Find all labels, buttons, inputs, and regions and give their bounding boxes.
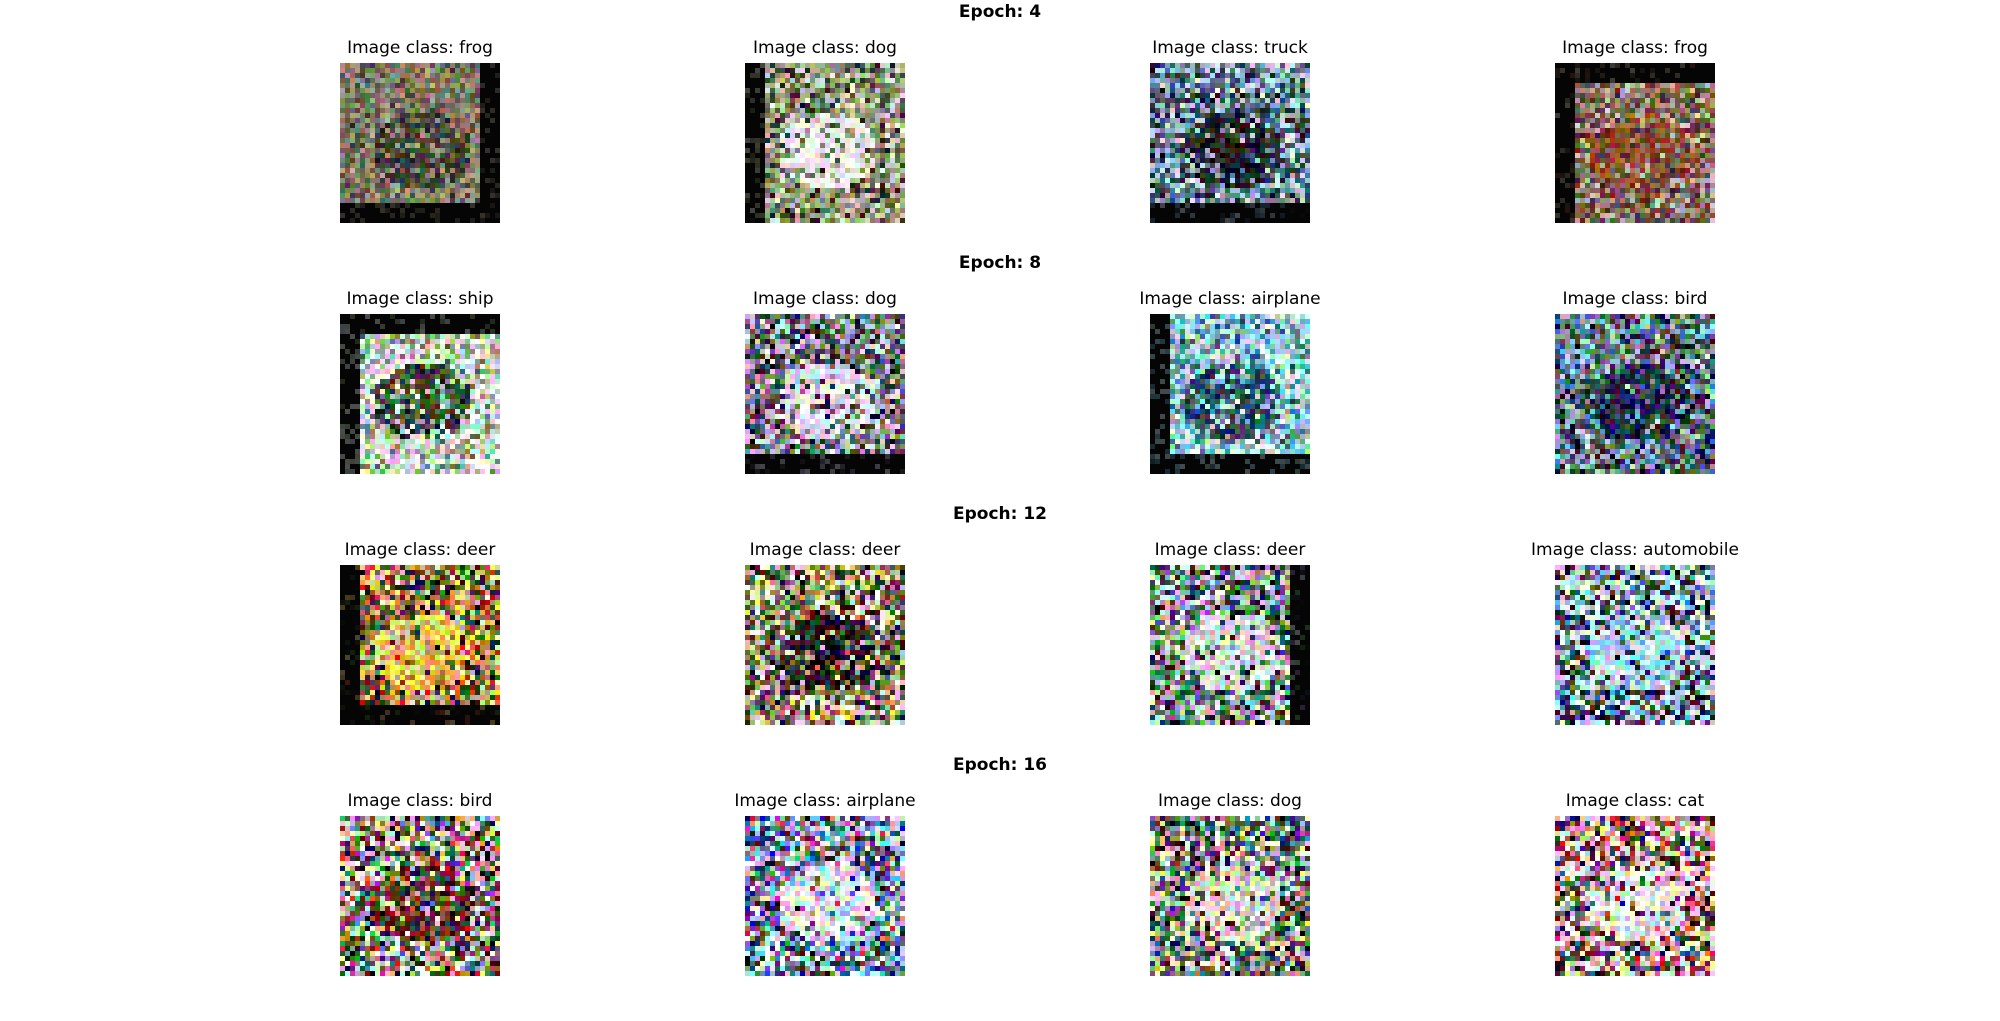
image-class-label: Image class: deer — [344, 540, 496, 560]
image-class-label: Image class: truck — [1152, 38, 1308, 58]
image-class-label: Image class: dog — [753, 38, 897, 58]
image-class-label: Image class: dog — [753, 289, 897, 309]
epoch-title: Epoch: 16 — [952, 755, 1047, 775]
sample-cell: Image class: deer — [260, 540, 580, 770]
sample-cell: Image class: dog — [665, 289, 985, 519]
sample-image — [340, 63, 500, 223]
image-class-label: Image class: cat — [1565, 791, 1705, 811]
sample-image — [1555, 565, 1715, 725]
sample-image — [340, 816, 500, 976]
sample-image — [745, 63, 905, 223]
image-class-label: Image class: ship — [346, 289, 494, 309]
sample-cell: Image class: bird — [260, 791, 580, 1021]
sample-image — [1150, 565, 1310, 725]
sample-image — [340, 565, 500, 725]
sample-image — [340, 314, 500, 474]
sample-cell: Image class: truck — [1070, 38, 1390, 268]
sample-cell: Image class: cat — [1475, 791, 1795, 1021]
image-class-label: Image class: dog — [1158, 791, 1302, 811]
sample-image — [1555, 816, 1715, 976]
image-class-label: Image class: airplane — [1139, 289, 1321, 309]
image-class-label: Image class: bird — [347, 791, 493, 811]
epoch-title: Epoch: 8 — [958, 253, 1042, 273]
image-class-label: Image class: bird — [1562, 289, 1708, 309]
sample-image — [1150, 314, 1310, 474]
image-class-label: Image class: deer — [749, 540, 901, 560]
sample-cell: Image class: dog — [665, 38, 985, 268]
sample-cell: Image class: airplane — [665, 791, 985, 1021]
sample-cell: Image class: frog — [1475, 38, 1795, 268]
sample-cell: Image class: frog — [260, 38, 580, 268]
image-class-label: Image class: deer — [1154, 540, 1306, 560]
sample-image — [745, 816, 905, 976]
sample-cell: Image class: automobile — [1475, 540, 1795, 770]
sample-image — [745, 565, 905, 725]
image-class-label: Image class: airplane — [734, 791, 916, 811]
sample-cell: Image class: bird — [1475, 289, 1795, 519]
sample-image — [1555, 314, 1715, 474]
epoch-title: Epoch: 4 — [958, 2, 1042, 22]
sample-cell: Image class: deer — [1070, 540, 1390, 770]
sample-cell: Image class: ship — [260, 289, 580, 519]
sample-cell: Image class: dog — [1070, 791, 1390, 1021]
sample-image — [1150, 816, 1310, 976]
sample-image — [745, 314, 905, 474]
image-class-label: Image class: automobile — [1531, 540, 1739, 560]
sample-cell: Image class: airplane — [1070, 289, 1390, 519]
sample-image — [1150, 63, 1310, 223]
image-class-label: Image class: frog — [1562, 38, 1708, 58]
sample-cell: Image class: deer — [665, 540, 985, 770]
image-class-label: Image class: frog — [347, 38, 493, 58]
epoch-title: Epoch: 12 — [952, 504, 1047, 524]
sample-image — [1555, 63, 1715, 223]
